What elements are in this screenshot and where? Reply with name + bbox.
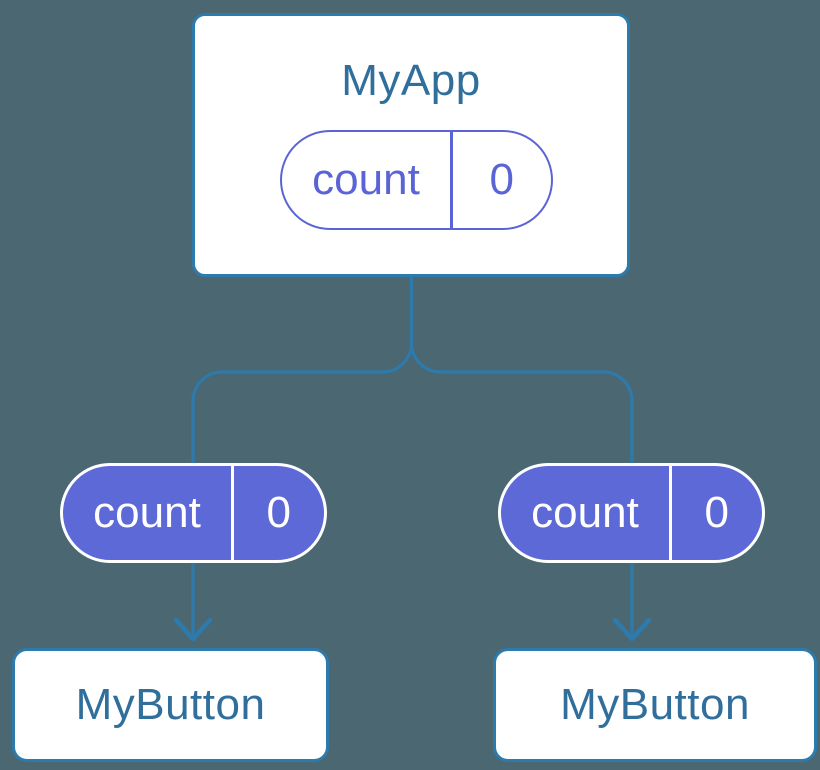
connector-branch-left xyxy=(191,342,414,636)
arrowhead-left-icon xyxy=(173,617,213,642)
mybutton-card-left: MyButton xyxy=(12,648,329,762)
prop-name-label: count xyxy=(93,488,201,537)
pill-divider xyxy=(669,466,672,560)
pill-divider xyxy=(450,132,453,228)
myapp-title: MyApp xyxy=(341,56,481,105)
connector-branch-right xyxy=(409,342,634,636)
state-value-label: 0 xyxy=(489,155,515,204)
prop-value-label: 0 xyxy=(704,488,730,537)
arrowhead-right-icon xyxy=(612,617,652,642)
prop-pill-left: count 0 xyxy=(60,463,327,563)
pill-divider xyxy=(231,466,234,560)
root-state-pill: count 0 xyxy=(280,130,553,230)
mybutton-title: MyButton xyxy=(75,680,266,729)
state-name-label: count xyxy=(312,155,420,204)
mybutton-title: MyButton xyxy=(560,680,750,729)
prop-value-label: 0 xyxy=(266,488,292,537)
prop-pill-right: count 0 xyxy=(498,463,765,563)
mybutton-card-right: MyButton xyxy=(493,648,817,762)
prop-name-label: count xyxy=(531,488,639,537)
